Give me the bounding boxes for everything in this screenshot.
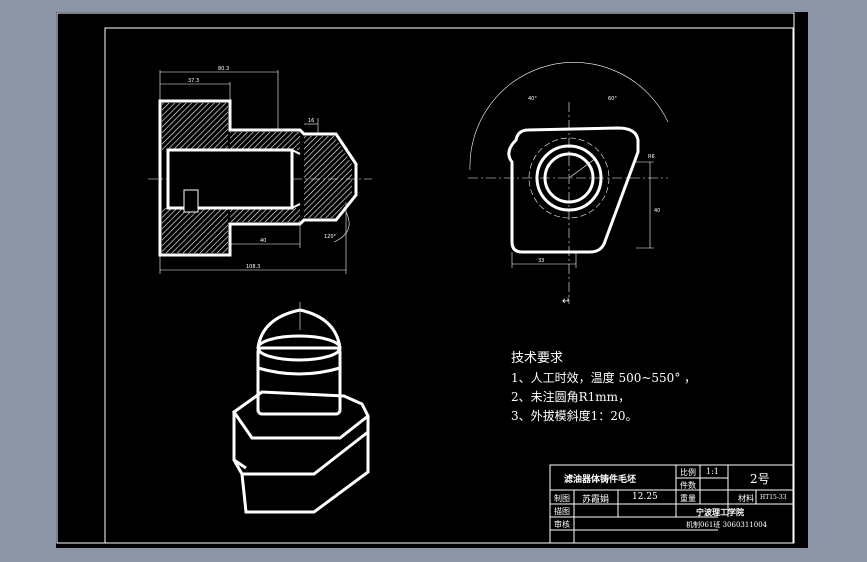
sheet-number: 2号 bbox=[750, 472, 770, 486]
title-block bbox=[549, 464, 794, 544]
drawn-name: 苏霞娟 bbox=[582, 495, 610, 505]
dim-front-bottom-overall: 108.3 bbox=[246, 264, 260, 270]
cad-viewport[interactable]: 80.3 37.3 108.3 40 16 120° 40° 60° R6 40… bbox=[56, 12, 808, 548]
side-boss-outer bbox=[528, 137, 610, 219]
iso-base-top bbox=[231, 390, 370, 440]
tech-requirement-2: 2、未注圆角R1mm， bbox=[511, 390, 631, 404]
checked-label: 描图 bbox=[554, 507, 570, 516]
dim-top-angle-b: 60° bbox=[608, 96, 617, 102]
school-name: 宁波理工学院 bbox=[696, 507, 744, 517]
drawn-date: 12.25 bbox=[632, 492, 658, 502]
dim-top-angle-a: 40° bbox=[528, 96, 537, 102]
hatch-cone bbox=[304, 136, 352, 218]
front-section-view bbox=[148, 70, 372, 274]
dim-front-top-overall: 80.3 bbox=[218, 66, 229, 72]
dim-front-top-inner: 37.3 bbox=[188, 78, 199, 84]
front-side-hole bbox=[183, 189, 199, 213]
scale-label: 比例 bbox=[680, 468, 696, 477]
dim-front-right-small: 16 bbox=[308, 118, 314, 124]
side-outline bbox=[507, 126, 640, 254]
dim-right-height: 40 bbox=[654, 208, 660, 214]
hatch-bottom-wall bbox=[162, 208, 228, 253]
tech-requirement-3: 3、外拔模斜度1：20。 bbox=[511, 409, 638, 423]
iso-base-edge bbox=[242, 430, 369, 476]
material-value: HT15-33 bbox=[760, 494, 787, 501]
qty-label: 件数 bbox=[680, 481, 696, 490]
front-outline bbox=[158, 99, 358, 257]
cursor-mark: ↵ bbox=[562, 296, 571, 307]
class-id: 机制061班 3060311004 bbox=[686, 521, 768, 529]
part-name: 滤油器体铸件毛坯 bbox=[564, 475, 637, 485]
hatch-top-wall bbox=[162, 103, 228, 150]
iso-cone-tip bbox=[256, 308, 342, 349]
hatch-mid-bottom bbox=[230, 208, 300, 222]
iso-base-front bbox=[232, 412, 370, 514]
iso-base-notch bbox=[233, 458, 247, 470]
material-label: 材料 bbox=[738, 494, 754, 503]
weight-label: 重量 bbox=[680, 494, 696, 503]
scale-value: 1:1 bbox=[706, 467, 719, 476]
side-arc-dim bbox=[469, 62, 669, 171]
reviewed-label: 审核 bbox=[554, 520, 570, 529]
isometric-view bbox=[231, 302, 370, 514]
outer-border bbox=[56, 12, 795, 544]
hatch-mid-top bbox=[230, 132, 300, 150]
tech-requirement-1: 1、人工时效，温度 500~550° ， bbox=[511, 371, 697, 385]
tech-requirements-title: 技术要求 bbox=[511, 351, 564, 366]
iso-cylinder-band bbox=[257, 366, 341, 376]
dim-side-radius: R6 bbox=[648, 154, 655, 160]
engineering-drawing: 80.3 37.3 108.3 40 16 120° 40° 60° R6 40… bbox=[56, 12, 795, 544]
side-boss-ring bbox=[535, 144, 603, 212]
drawn-label: 制图 bbox=[554, 494, 570, 503]
side-bore bbox=[543, 152, 595, 204]
side-view bbox=[468, 62, 669, 304]
dim-cone-angle: 120° bbox=[324, 234, 337, 240]
inner-border bbox=[104, 27, 794, 544]
iso-cylinder bbox=[256, 346, 342, 416]
dim-front-bottom-inner: 40 bbox=[260, 238, 266, 244]
dim-bottom-width: 33 bbox=[538, 258, 544, 264]
